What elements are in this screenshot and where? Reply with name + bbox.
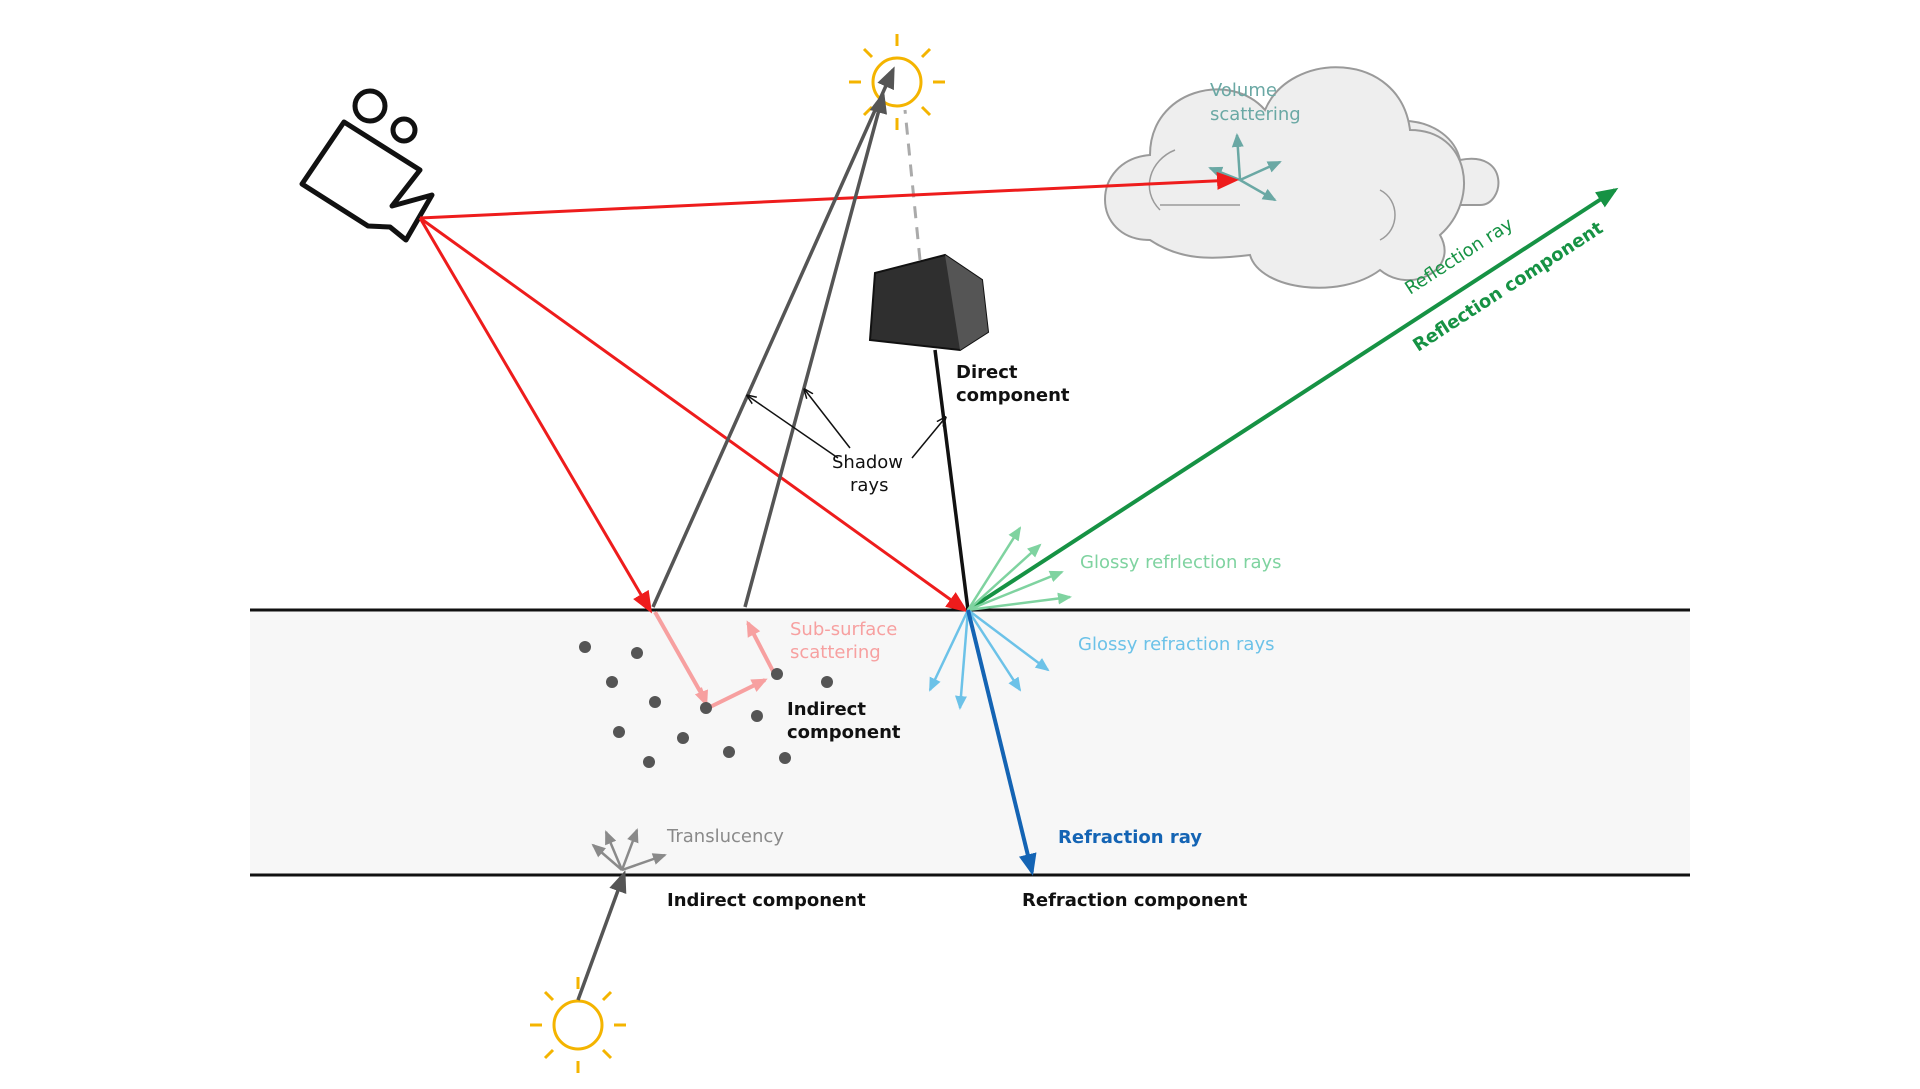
refraction-ray-label: Refraction ray xyxy=(1058,827,1202,848)
volume-scattering-label-2: scattering xyxy=(1210,104,1301,125)
transmitted-light-ray xyxy=(576,870,627,1001)
direct-ray xyxy=(933,349,970,611)
cloud-icon xyxy=(1104,66,1500,289)
material-slab xyxy=(250,610,1690,875)
reflection-ray xyxy=(966,187,1619,612)
subsurface-scattering-path xyxy=(653,611,777,710)
shadow-rays-label-2: rays xyxy=(850,475,888,496)
camera-rays xyxy=(418,171,1239,614)
sub-surface-scattering-label-2: scattering xyxy=(790,642,881,663)
glossy-refraction-rays-label: Glossy refraction rays xyxy=(1078,634,1275,655)
scattering-particles xyxy=(579,641,833,768)
indirect-component-label: Indirect xyxy=(787,699,866,720)
refraction-component-label: Refraction component xyxy=(1022,890,1248,911)
blocked-shadow-ray xyxy=(903,109,922,261)
shadow-ray-pointers xyxy=(748,390,945,459)
glossy-refraction-rays xyxy=(928,609,1050,710)
refraction-ray xyxy=(966,609,1037,876)
shadow-rays xyxy=(651,66,895,608)
object-icon xyxy=(868,253,990,352)
translucency-label: Translucency xyxy=(666,826,784,847)
indirect-component-label-2: component xyxy=(787,722,901,743)
camera-icon xyxy=(299,88,435,243)
volume-scattering-label: Volume xyxy=(1210,80,1277,101)
direct-component-label: Direct xyxy=(956,362,1018,383)
glossy-reflection-rays xyxy=(966,526,1072,612)
shadow-rays-label: Shadow xyxy=(832,452,903,473)
glossy-reflection-rays-label: Glossy refrlection rays xyxy=(1080,552,1282,573)
translucency-arrows xyxy=(591,828,667,872)
sun-icon xyxy=(849,34,945,130)
sub-surface-scattering-label: Sub-surface xyxy=(790,619,897,640)
sun-icon xyxy=(530,977,626,1073)
indirect-component-bottom-label: Indirect component xyxy=(667,890,866,911)
direct-component-label-2: component xyxy=(956,385,1070,406)
